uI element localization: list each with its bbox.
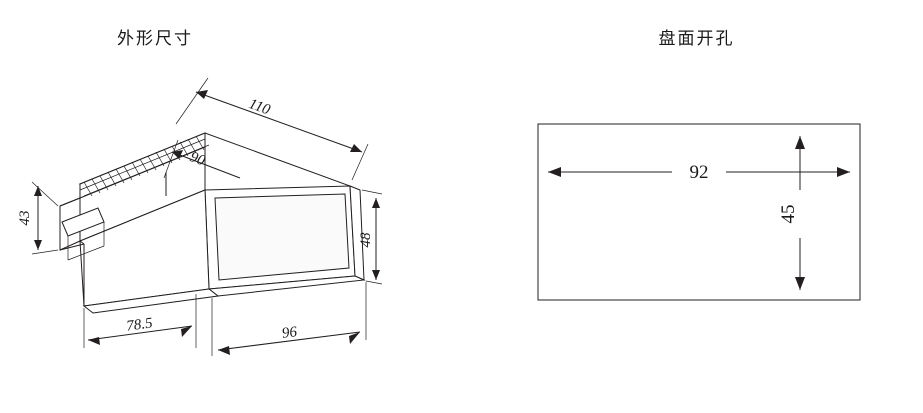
right-panel-title: 盘面开孔 (658, 29, 735, 49)
panel-cutout-panel: 盘面开孔 92 45 (470, 0, 923, 413)
left-panel-title: 外形尺寸 (117, 29, 193, 49)
outline-dimension-panel: 外形尺寸 (17, 29, 383, 356)
dimension-96: 96 (211, 282, 367, 356)
dimension-value-43: 43 (17, 211, 33, 226)
dimension-value-96: 96 (281, 324, 298, 342)
dimension-78-5: 78.5 (83, 294, 197, 348)
dimension-value-90: 90 (188, 149, 208, 169)
dimension-value-48: 48 (358, 232, 374, 248)
rear-connector (61, 207, 105, 261)
dimension-value-110: 110 (247, 96, 273, 118)
device-body (59, 132, 366, 314)
dimension-value-92: 92 (690, 162, 709, 183)
heatsink-fins (79, 135, 210, 197)
cutout-drawing: 92 45 (537, 123, 861, 301)
dimension-90: 90 (163, 139, 241, 196)
dimension-110: 110 (175, 77, 369, 181)
dimension-43: 43 (17, 181, 59, 255)
dimension-45: 45 (778, 136, 815, 290)
outline-drawing: 110 90 43 (17, 77, 383, 356)
dimension-48: 48 (358, 189, 383, 285)
dimension-value-78-5: 78.5 (125, 315, 154, 334)
dimension-92: 92 (548, 157, 850, 187)
dimension-value-45: 45 (778, 205, 799, 224)
